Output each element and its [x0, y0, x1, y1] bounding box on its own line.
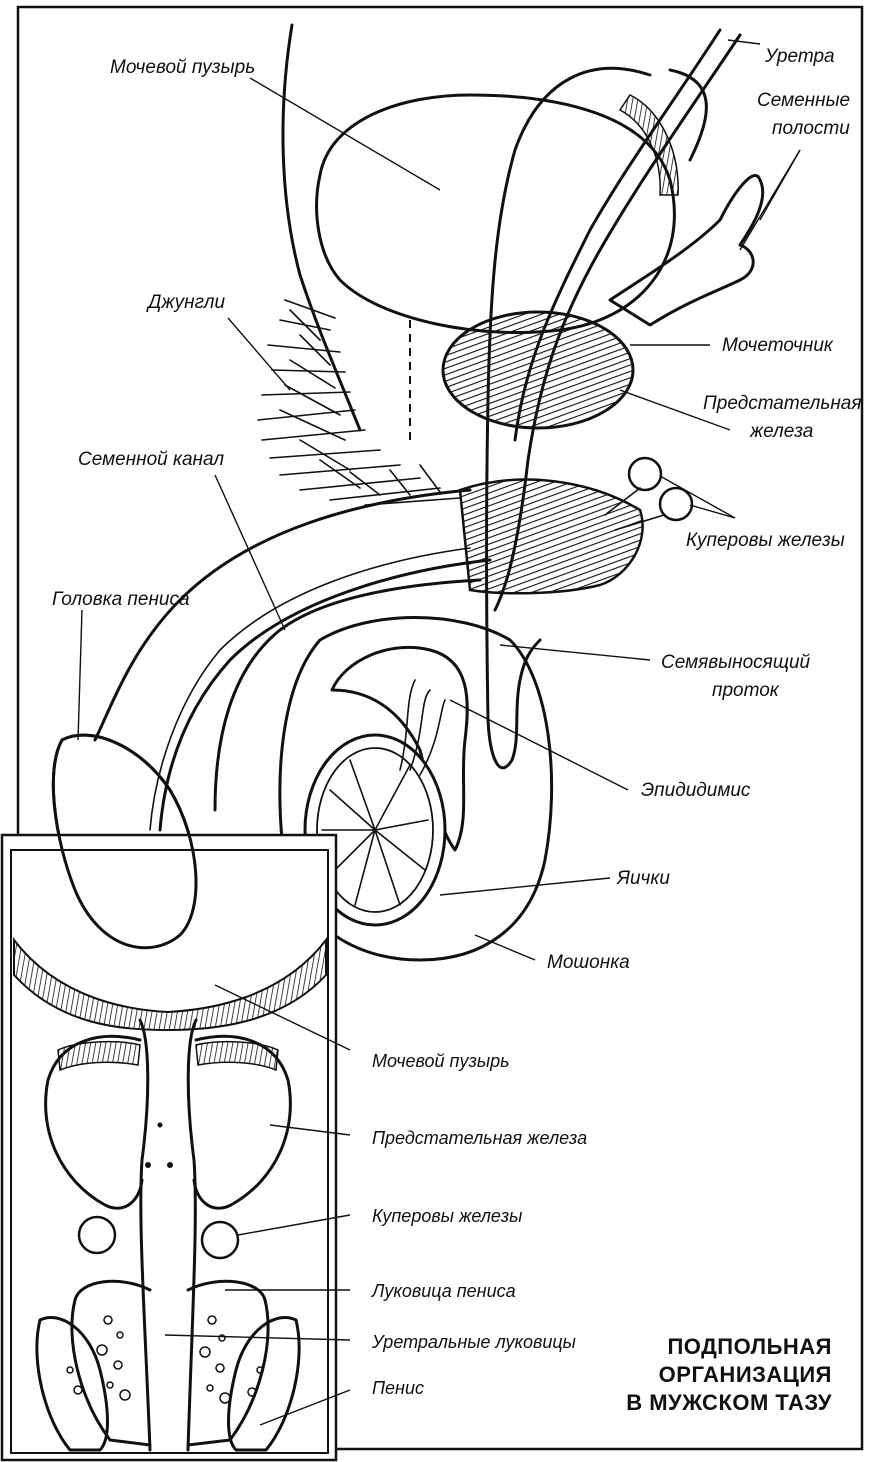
leader-lines [77, 39, 801, 1426]
epididymis [330, 645, 469, 852]
cowper-region [458, 478, 644, 595]
label-seminal-vesicles-1: Семенные [757, 90, 850, 111]
label-inset-bladder: Мочевой пузырь [372, 1051, 510, 1071]
title-block: ПОДПОЛЬНАЯ ОРГАНИЗАЦИЯ В МУЖСКОМ ТАЗУ [626, 1334, 832, 1415]
label-inset-urethral-bulbs: Уретральные луковицы [371, 1332, 576, 1352]
inset-prostate-left [44, 1034, 144, 1210]
testis-inner [316, 747, 434, 913]
inset-bulb-left [70, 1279, 152, 1447]
main-labels: Мочевой пузырь Уретра Семенные полости Д… [52, 46, 862, 973]
inset-dot-2 [145, 1162, 151, 1168]
inset-corpus-right [227, 1316, 301, 1452]
label-prostate-2: железа [749, 421, 813, 442]
label-inset-penis: Пенис [372, 1378, 424, 1398]
inset-spongy-tissue [66, 1315, 264, 1404]
label-urethra: Уретра [764, 46, 835, 67]
body-wall-line [281, 23, 362, 432]
bladder [315, 93, 676, 335]
label-vas-deferens-2: проток [712, 680, 780, 701]
scrotum [278, 616, 554, 962]
inset-panel [0, 733, 338, 1462]
label-ureter: Мочеточник [722, 335, 834, 356]
label-inset-prostate: Предстательная железа [372, 1128, 587, 1148]
inset-labels: Мочевой пузырь Предстательная железа Куп… [371, 1051, 587, 1398]
main-diagram [51, 23, 765, 962]
bladder-wall-hatch [618, 94, 679, 196]
inset-glans-overlap [51, 733, 198, 950]
seminal-vesicles [608, 174, 765, 327]
label-seminal-vesicles-2: полости [772, 118, 850, 139]
label-cowper-glands: Куперовы железы [686, 530, 845, 551]
inset-frame-inner [10, 849, 329, 1454]
inset-dot-1 [157, 1122, 163, 1128]
title-line-2: ОРГАНИЗАЦИЯ [659, 1362, 832, 1387]
label-prostate-1: Предстательная [703, 393, 862, 414]
label-epididymis: Эпидидимис [641, 780, 751, 801]
efferent-ducts [399, 679, 446, 776]
inset-frame-outer [0, 833, 338, 1462]
pubic-hair [257, 299, 461, 506]
label-inset-cowper: Куперовы железы [372, 1206, 522, 1226]
label-testes: Яички [616, 868, 670, 889]
outer-frame [16, 5, 864, 1451]
label-vas-deferens-1: Семявыносящий [661, 652, 811, 673]
penis-shaft [93, 488, 472, 742]
urethra-inner [513, 28, 722, 442]
cowper-gland-1 [627, 456, 663, 492]
label-scrotum: Мошонка [547, 952, 630, 973]
testis-lobules [321, 759, 429, 906]
vas-deferens-2 [668, 68, 708, 162]
inset-prostate-right [192, 1034, 292, 1210]
inset-corpus-left [35, 1316, 109, 1452]
label-bladder: Мочевой пузырь [110, 57, 255, 78]
seminal-canal [158, 558, 492, 832]
inset-bladder-wall [13, 937, 327, 1032]
cowper-gland-2 [658, 486, 694, 522]
inset-cowper-right [200, 1220, 240, 1260]
inset-cowper-left [77, 1215, 117, 1255]
inset-prostate-right-hatch [195, 1040, 279, 1072]
title-line-3: В МУЖСКОМ ТАЗУ [626, 1390, 832, 1415]
cowper-ducts [604, 487, 665, 531]
inset-dot-3 [167, 1162, 173, 1168]
penis-shaft-lower [213, 578, 482, 812]
label-glans: Головка пениса [52, 589, 190, 610]
inset-bulb-right [186, 1279, 270, 1447]
label-jungle: Джунгли [146, 292, 225, 313]
label-seminal-canal: Семенной канал [78, 449, 224, 470]
inset-prostate-left-hatch [57, 1040, 141, 1072]
label-inset-bulb: Луковица пениса [371, 1281, 516, 1301]
title-line-1: ПОДПОЛЬНАЯ [667, 1334, 832, 1359]
seminal-canal-inner [149, 547, 471, 831]
